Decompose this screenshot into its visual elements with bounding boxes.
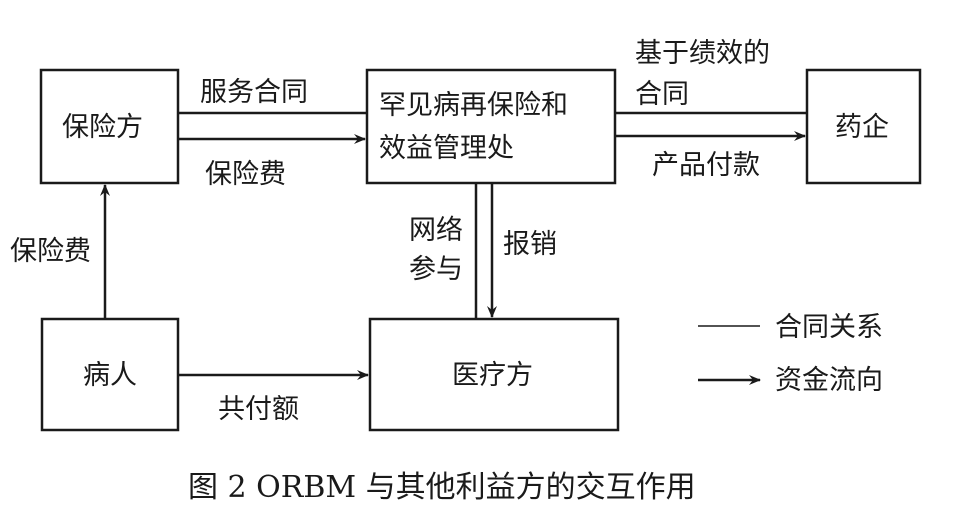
product-payment-label: 产品付款 xyxy=(652,150,760,181)
provider-box xyxy=(368,317,620,432)
pharma-label: 药企 xyxy=(835,112,889,143)
service-contract-label: 服务合同 xyxy=(200,77,308,108)
legend-contract-label: 合同关系 xyxy=(775,312,883,343)
pharma-box xyxy=(805,68,922,185)
figure-caption: 图 2 ORBM 与其他利益方的交互作用 xyxy=(188,470,696,505)
premium-label: 保险费 xyxy=(205,159,286,190)
provider-label: 医疗方 xyxy=(452,360,533,391)
insurer-box xyxy=(39,68,180,185)
network-label-2: 参与 xyxy=(409,254,463,285)
orbm-box xyxy=(365,68,617,185)
perf-contract-label-2: 合同 xyxy=(635,79,689,110)
network-label-1: 网络 xyxy=(409,215,463,246)
patient-premium-label: 保险费 xyxy=(10,236,91,267)
copay-label: 共付额 xyxy=(218,394,299,425)
patient-label: 病人 xyxy=(83,360,137,391)
reimbursement-label: 报销 xyxy=(503,229,557,260)
perf-contract-label-1: 基于绩效的 xyxy=(635,38,770,69)
insurer-label: 保险方 xyxy=(62,112,143,143)
legend-funds-label: 资金流向 xyxy=(775,365,883,396)
orbm-label-2: 效益管理处 xyxy=(379,133,514,164)
orbm-label-1: 罕见病再保险和 xyxy=(379,90,568,121)
